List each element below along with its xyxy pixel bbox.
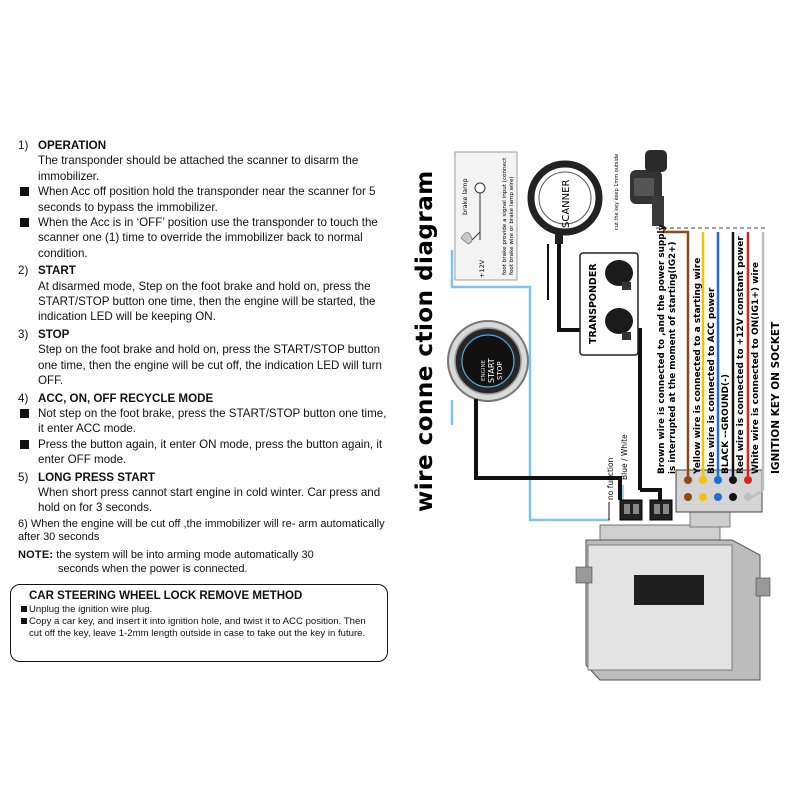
white-wire (751, 232, 765, 499)
no-function-label: no function (606, 457, 615, 500)
wire-label-blue: Blue wire is connected to ACC power (707, 287, 717, 474)
transponder-label: TRANSPONDER (588, 263, 599, 344)
brake-lamp-label: brake lamp (461, 178, 469, 215)
scanner: SCANNER (527, 160, 603, 244)
section-stop-desc: Step on the foot brake and hold on, pres… (38, 343, 382, 388)
transponder-fob-1 (605, 260, 633, 286)
section-6-text: 6) When the engine will be cut off ,the … (18, 517, 385, 543)
button-stop-text: STOP (496, 362, 504, 380)
section-stop-title: 3)STOP (18, 327, 70, 341)
steering-lock-bullet-2: Copy a car key, and insert it into ignit… (19, 616, 379, 640)
wire-label-white: White wire is connected to ON(IG1+) wire (751, 262, 761, 474)
brake-note-2: foot brake wire or brake lamp wire) (509, 176, 515, 275)
brake-lamp-panel: brake lamp +12V foot brake provide a sig… (454, 151, 518, 281)
blue-white-label: Blue / White (620, 434, 629, 480)
steering-lock-title: CAR STEERING WHEEL LOCK REMOVE METHOD (29, 590, 303, 602)
wire-label-brown-1: Brown wire is connected to ,and the powe… (657, 224, 667, 474)
section-start-title: 2)START (18, 264, 76, 278)
recycle-bullet-1: Not step on the foot brake, press the ST… (18, 406, 390, 437)
section-longpress-desc: When short press cannot start engine in … (38, 485, 381, 515)
connector-left (619, 499, 643, 521)
module-label-area (634, 575, 704, 605)
note-line-2: seconds when the power is connected. (58, 562, 248, 575)
key-note: cut the key keep 1mm outside (614, 154, 620, 230)
brake-signal-wire (450, 250, 610, 522)
note-line-1: the system will be into arming mode auto… (53, 548, 314, 561)
ignition-socket-label: IGNITION KEY ON SOCKET (770, 321, 782, 474)
operation-bullet-2: When the Acc is in ‘OFF’ position use th… (18, 215, 390, 261)
section-longpress-title: 5)LONG PRESS START (18, 470, 156, 484)
harness-wires (656, 226, 767, 499)
note-block: NOTE: the system will be into arming mod… (18, 548, 390, 576)
steering-lock-box: CAR STEERING WHEEL LOCK REMOVE METHOD Un… (10, 584, 388, 662)
section-start-desc: At disarmed mode, Step on the foot brake… (38, 279, 376, 324)
button-cable (474, 399, 622, 500)
brown-wire (662, 226, 690, 476)
wire-plug (675, 469, 763, 513)
operation-bullet-1: When Acc off position hold the transpond… (18, 184, 390, 215)
instructions-column: 1)OPERATION The transponder should be at… (18, 138, 390, 576)
steering-lock-bullet-1: Unplug the ignition wire plug. (19, 604, 379, 616)
button-engine-text: ENGINE (481, 359, 487, 381)
section-recycle-title: 4)ACC, ON, OFF RECYCLE MODE (18, 391, 214, 405)
wire-label-red: Red wire is connected to +12V constant p… (736, 236, 746, 474)
transponder-fob-2 (605, 308, 633, 334)
section-operation-desc: The transponder should be attached the s… (38, 154, 359, 183)
recycle-bullet-2: Press the button again, it enter ON mode… (18, 437, 390, 468)
connector-right (649, 499, 673, 521)
ignition-key: cut the key keep 1mm outside (614, 150, 667, 230)
button-start-text: START (487, 358, 496, 383)
diagram-title: wire conne ction diagram (412, 170, 438, 512)
wire-label-yellow: Yellow wire is connected to a starting w… (693, 258, 703, 475)
foot-pedal-icon (460, 232, 473, 245)
plus12v-label: +12V (478, 259, 486, 278)
scanner-label: SCANNER (561, 180, 572, 228)
section-operation-title: 1)OPERATION (18, 139, 107, 152)
transponder-box: TRANSPONDER (579, 252, 639, 356)
brake-note: foot brake provide a signal input (conne… (502, 157, 508, 275)
control-module (575, 504, 771, 681)
lamp-icon (474, 182, 486, 194)
wire-label-brown-2: is interrupted at the moment of starting… (668, 241, 678, 474)
note-label: NOTE: (18, 548, 54, 561)
wire-label-black: BLACK --GROUND(-) (721, 374, 731, 474)
start-stop-button: ENGINE START STOP (447, 320, 529, 402)
